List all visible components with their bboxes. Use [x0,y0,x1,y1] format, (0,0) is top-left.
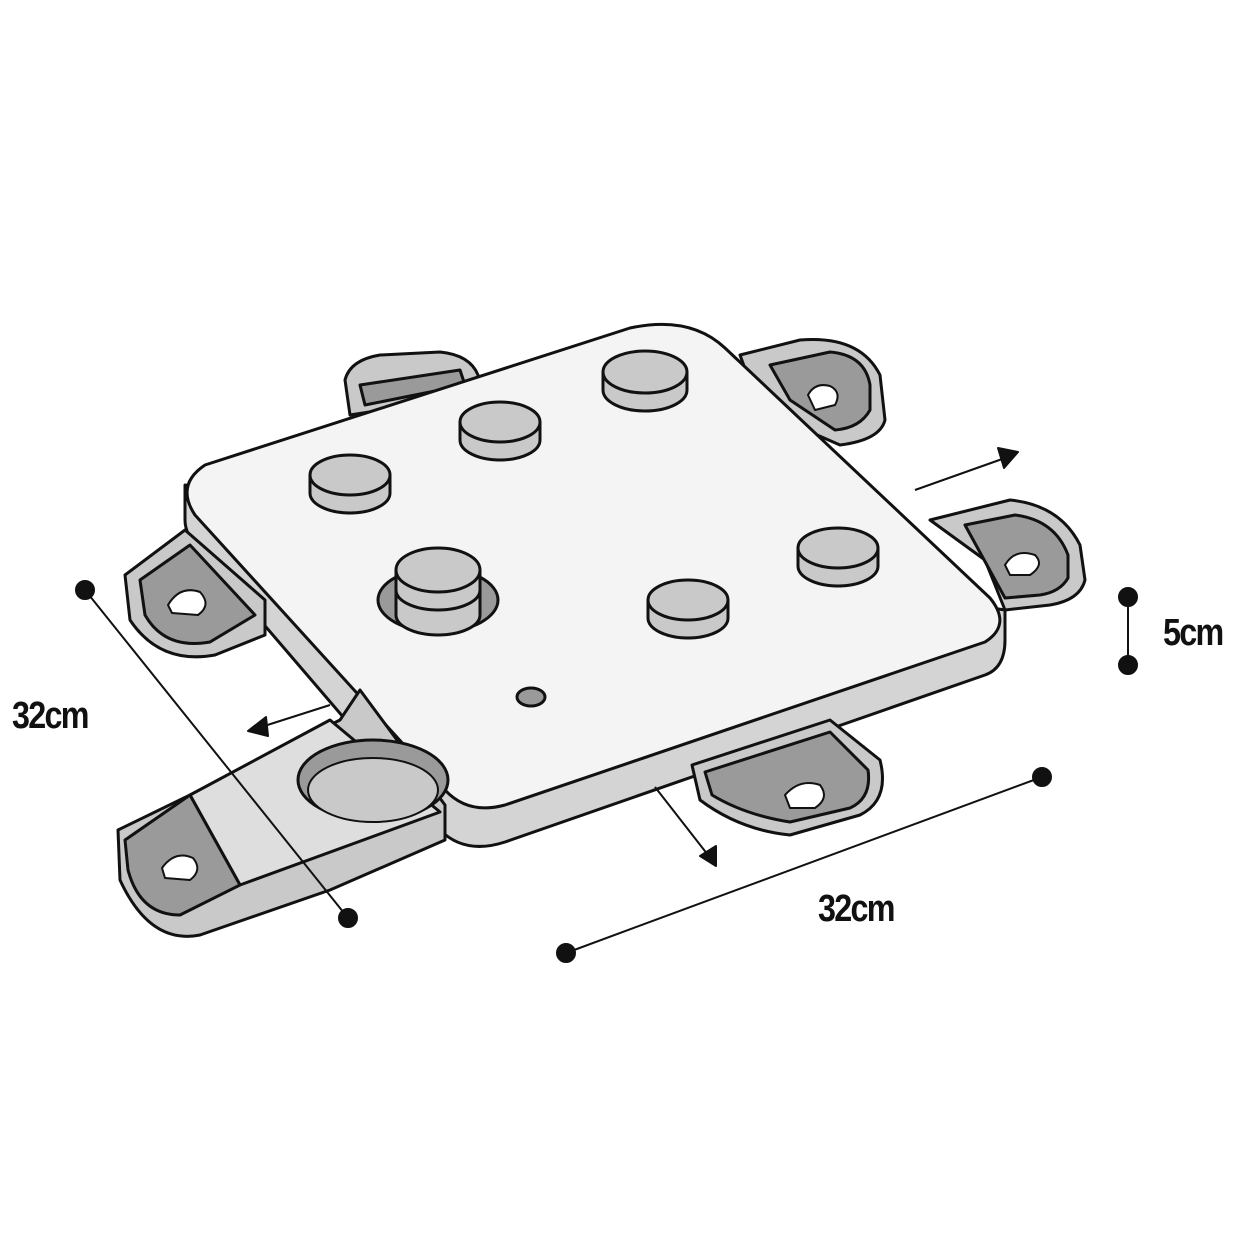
peg [646,578,730,640]
tab-left [123,528,267,659]
peg [308,453,392,515]
tab-right [928,498,1087,612]
peg-in-hole [376,546,500,637]
small-hole [515,686,547,708]
treat-pegs [308,349,880,708]
tab-front-left [116,688,450,938]
peg [458,400,542,462]
tab-front-right [690,718,884,837]
peg [601,349,689,413]
tab-back-right [738,337,887,447]
board-top [185,322,1002,810]
dimension-lines [75,447,1138,963]
depth-dimension-label: 32cm [12,695,90,737]
peg [796,526,880,588]
width-dimension-label: 32cm [818,888,896,930]
height-dimension-label: 5cm [1163,612,1224,654]
